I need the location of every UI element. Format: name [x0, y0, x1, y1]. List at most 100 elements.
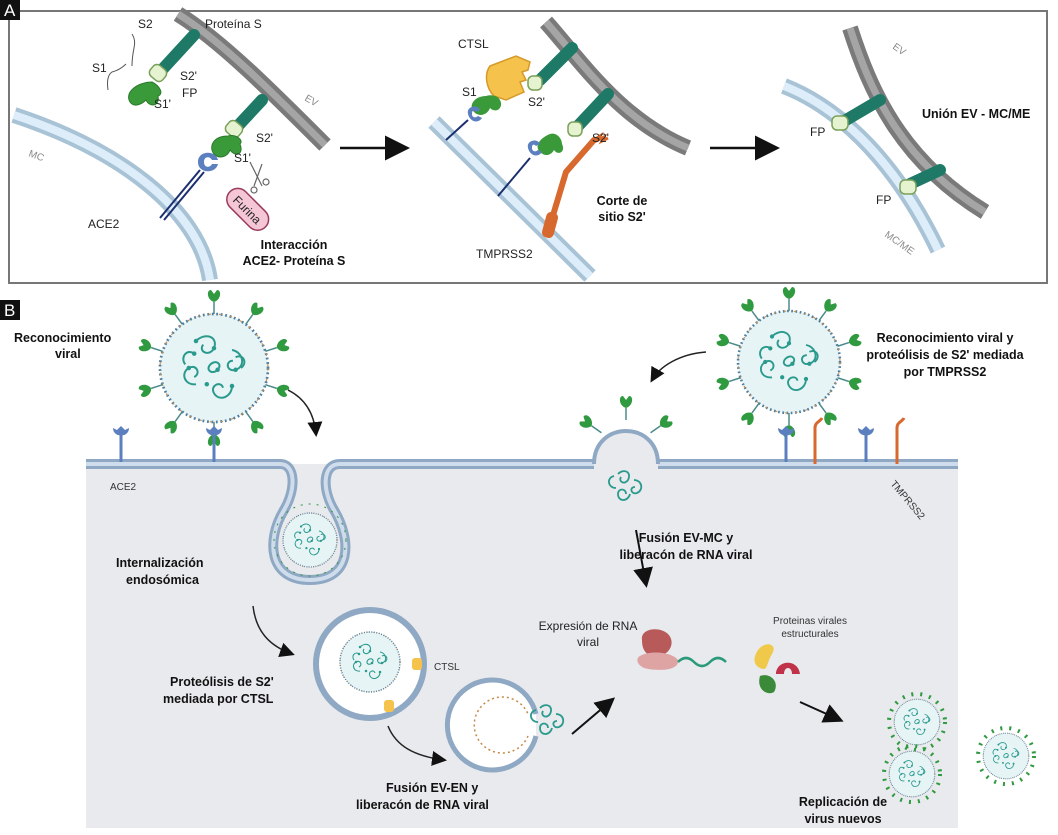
fusion-peptide-b	[567, 121, 583, 137]
spike-stalk-a	[534, 42, 578, 86]
panel-a-tag: A	[4, 1, 16, 20]
scissors-icon	[249, 161, 270, 194]
fusion-peptide-a	[527, 75, 543, 91]
replicacion-line-1: Replicación de	[799, 795, 887, 809]
structural-protein-green	[759, 675, 776, 694]
virion-recognition-tmprss2	[715, 286, 863, 438]
arrow-to-expression-from-en	[571, 697, 616, 735]
ace2-receptor-right	[858, 426, 874, 462]
proteolisis-ctsl-line-2: mediada por CTSL	[163, 692, 274, 706]
arrow-to-endosome	[252, 605, 295, 657]
fusion-ev-mc-line-2: liberacón de RNA viral	[620, 548, 753, 562]
spike-protein-bound	[211, 94, 268, 158]
s2-label: S2	[138, 17, 153, 31]
stage-1-caption-line-2: ACE2- Proteína S	[243, 254, 346, 268]
tmprss2-receptor-2	[895, 417, 906, 464]
expresion-rna-line-2: viral	[577, 635, 599, 649]
ctsl-enzyme-2	[384, 700, 394, 712]
mc-label: MC	[27, 148, 45, 164]
endocytic-virion	[273, 503, 347, 577]
panel-b-tag-bg	[0, 300, 20, 320]
fp-top	[831, 115, 849, 131]
s1-bracket	[107, 63, 127, 91]
structural-protein-red	[776, 662, 800, 674]
arrow-to-replication	[799, 701, 844, 723]
new-virion-2	[976, 726, 1036, 786]
reconocimiento-tmprss2-line-1: Reconocimiento viral y	[877, 331, 1014, 345]
ace2-label: ACE2	[88, 217, 120, 231]
ace2-receptor	[113, 426, 129, 462]
fusion-ev-en-line-1: Fusión EV-EN y	[386, 781, 478, 795]
proteolisis-ctsl-line-1: Proteólisis de S2'	[170, 675, 274, 689]
tmprss2-receptor-1	[813, 417, 824, 464]
proteinas-virales-line-2: estructurales	[781, 629, 838, 640]
proteina-s-label: Proteína S	[205, 17, 262, 31]
fp-bottom	[899, 179, 917, 195]
ctsl-label: CTSL	[434, 662, 460, 673]
spike-stalk-b	[572, 88, 614, 132]
new-virion-1	[887, 692, 947, 752]
ace2-receptor	[159, 152, 218, 221]
internalizacion-line-1: Internalización	[116, 556, 204, 570]
ctsl-enzyme-1	[412, 658, 422, 670]
panel-b: B	[0, 286, 1036, 828]
reconocimiento-viral-line-1: Reconocimiento	[14, 331, 112, 345]
mrna-strand	[677, 656, 727, 668]
new-virions	[882, 692, 1036, 804]
s2-bracket	[131, 33, 136, 67]
cytoplasm	[86, 464, 958, 828]
fusion-ev-mc-line-1: Fusión EV-MC y	[639, 531, 734, 545]
ace2-stalk-b	[497, 157, 531, 197]
plasma-membrane	[86, 429, 958, 586]
spike-protein-top	[128, 29, 200, 106]
ace2-receptor-right-bound	[778, 426, 794, 462]
fusion-ev-en-line-2: liberacón de RNA viral	[356, 798, 489, 812]
fp-label: FP	[182, 86, 197, 100]
s1-prime-bottom-label: S1'	[234, 151, 251, 165]
ace2-receptor-bound	[206, 426, 222, 462]
panel-a-tag-bg	[0, 0, 20, 20]
replicacion-line-2: virus nuevos	[804, 812, 881, 826]
ace2-receptor-a	[467, 106, 482, 122]
proteinas-virales-line-1: Proteinas virales	[773, 616, 847, 627]
fp-bottom-label: FP	[876, 193, 891, 207]
ace2-receptor-b	[527, 140, 542, 156]
s2-prime-label-b: S2'	[592, 131, 609, 145]
arrow-to-endocytosis	[287, 389, 323, 437]
stage-2-s2-cleavage: CTSL S1 S2' S2' TMPRSS2 Corte de sitio S…	[428, 16, 692, 282]
fp-top-label: FP	[810, 125, 825, 139]
ace2-label: ACE2	[110, 482, 137, 493]
endosome-fusion	[444, 677, 565, 773]
s1-prime-top-label: S1'	[154, 97, 171, 111]
stage-2-caption-line-2: sitio S2'	[598, 210, 645, 224]
s1-subunit-b	[537, 133, 564, 156]
reconocimiento-viral-line-2: viral	[55, 347, 81, 361]
s2-prime-bottom-label: S2'	[256, 131, 273, 145]
reconocimiento-tmprss2-line-3: por TMPRSS2	[904, 365, 987, 379]
structural-protein-yellow	[754, 644, 774, 670]
arrow-to-fusion-mc	[650, 351, 707, 383]
s2-prime-label-a: S2'	[528, 95, 545, 109]
stage-2-caption-line-1: Corte de	[597, 194, 648, 208]
new-virion-3	[882, 744, 942, 804]
internalizacion-line-2: endosómica	[126, 573, 200, 587]
tmprss2-protease	[545, 137, 597, 235]
spike-fused-top	[840, 94, 886, 126]
stage-1-ace2-interaction: Furina S2 S1 Proteína S S2' FP S1' EV MC…	[11, 7, 346, 282]
endosome-ctsl	[313, 607, 427, 721]
s1-label: S1	[92, 61, 107, 75]
stage-1-caption-line-1: Interacción	[261, 238, 328, 252]
virion-recognition-ace2	[137, 289, 291, 447]
ace2-stalk-a	[445, 119, 469, 141]
s1-label: S1	[462, 85, 477, 99]
s2-prime-top-label: S2'	[180, 69, 197, 83]
arrow-to-expression-from-mc	[633, 529, 653, 588]
panel-b-tag: B	[4, 301, 15, 320]
stage-3-caption: Unión EV - MC/ME	[922, 107, 1030, 121]
tmprss2-label: TMPRSS2	[476, 247, 533, 261]
ribosome	[637, 629, 679, 670]
reconocimiento-tmprss2-line-2: proteólisis de S2' mediada	[866, 348, 1024, 362]
expresion-rna-line-1: Expresión de RNA	[539, 619, 638, 633]
ctsl-label: CTSL	[458, 37, 489, 51]
